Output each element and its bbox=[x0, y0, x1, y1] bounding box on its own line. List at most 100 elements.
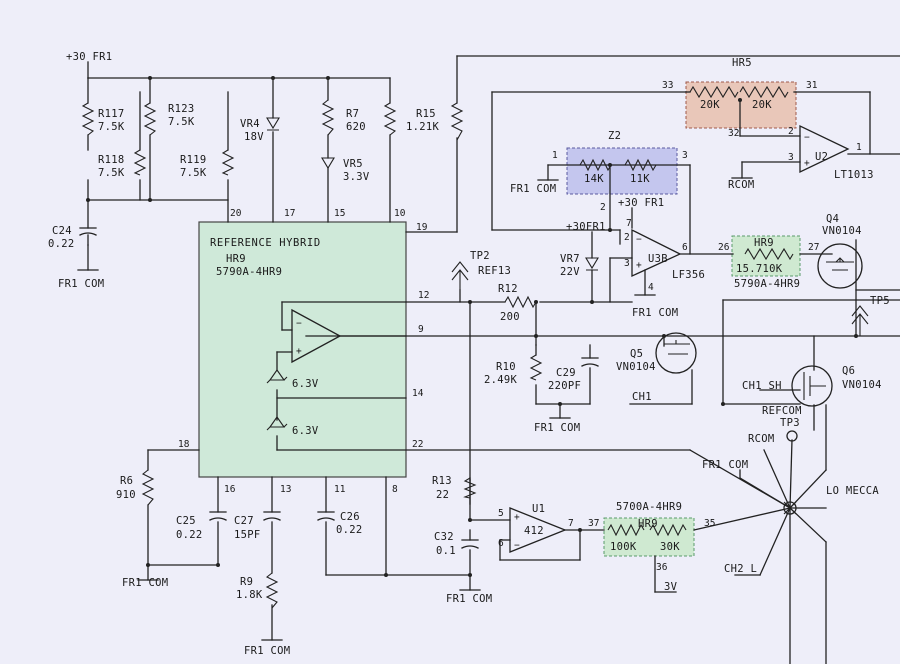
rcom-u2: RCOM bbox=[728, 179, 755, 191]
pin-9: 9 bbox=[418, 324, 424, 335]
ch1-sh-label: CH1 SH bbox=[742, 380, 782, 392]
pin-11: 11 bbox=[334, 484, 346, 495]
lo-mecca-hub bbox=[783, 501, 797, 515]
pin-31: 31 bbox=[806, 80, 818, 91]
reference-hybrid-box bbox=[198, 221, 407, 478]
r15-resistor bbox=[383, 102, 397, 136]
q5-label: Q5 bbox=[630, 348, 643, 360]
rcom2-label: RCOM bbox=[748, 433, 775, 445]
u3-plus: + bbox=[636, 260, 642, 271]
vr4-zener bbox=[266, 117, 280, 131]
r123-label: R123 bbox=[168, 103, 195, 115]
pin-32: 32 bbox=[728, 128, 739, 139]
plus30-fr1-vr7: +30FR1 bbox=[566, 221, 606, 233]
r117-value: 7.5K bbox=[98, 121, 125, 133]
r118-label: R118 bbox=[98, 154, 125, 166]
q5-transistor bbox=[655, 332, 697, 374]
hr9-mid-code: 5790A-4HR9 bbox=[734, 278, 800, 290]
r119-value: 7.5K bbox=[180, 167, 207, 179]
pin-18: 18 bbox=[178, 439, 190, 450]
hybrid-zener-2 bbox=[266, 416, 288, 431]
r15b-resistor bbox=[450, 102, 464, 141]
u1-pin-5: 5 bbox=[498, 508, 504, 519]
u2-label: U2 bbox=[815, 151, 828, 163]
fr1-com-c24: FR1 COM bbox=[58, 278, 104, 290]
z2-pin-3: 3 bbox=[682, 150, 688, 161]
c24-value: 0.22 bbox=[48, 238, 75, 250]
lf356-label: LF356 bbox=[672, 269, 705, 281]
r12-value: 200 bbox=[500, 311, 520, 323]
q6-part: VN0104 bbox=[842, 379, 882, 391]
vr7-zener bbox=[585, 257, 599, 271]
hr9-mid-label: HR9 bbox=[754, 237, 774, 249]
r6-value: 910 bbox=[116, 489, 136, 501]
tp2-label: TP2 bbox=[470, 250, 490, 262]
u1-pin-6: 6 bbox=[498, 538, 504, 549]
pin-12: 12 bbox=[418, 290, 429, 301]
r6-resistor bbox=[141, 469, 155, 506]
fr1-com-c32: FR1 COM bbox=[446, 593, 492, 605]
ref-hybrid-part: HR9 bbox=[226, 253, 246, 265]
hr9-bot-r2-resistor bbox=[649, 523, 687, 537]
vr5-zener bbox=[321, 157, 335, 170]
pin-26: 26 bbox=[718, 242, 730, 253]
hr9-mid-value: 15.710K bbox=[736, 263, 783, 275]
r117-label: R117 bbox=[98, 108, 125, 120]
hr9-bot-r1-value: 100K bbox=[610, 541, 637, 553]
r13-resistor bbox=[463, 477, 477, 499]
hr5-r1-resistor bbox=[689, 85, 739, 99]
u2-plus: + bbox=[804, 158, 810, 169]
pin-13: 13 bbox=[280, 484, 291, 495]
q4-transistor bbox=[817, 243, 863, 289]
r119-resistor bbox=[221, 149, 235, 176]
u1-label: U1 bbox=[532, 503, 545, 515]
hr9-bot-label: HR9 bbox=[638, 518, 658, 530]
labels: +30 FR1 R117 7.5K R123 7.5K R118 7.5K R1… bbox=[48, 51, 890, 657]
q5-part: VN0104 bbox=[616, 361, 656, 373]
u2-pin-3: 3 bbox=[788, 152, 794, 163]
r123-value: 7.5K bbox=[168, 116, 195, 128]
ch2-l-label: CH2 L bbox=[724, 563, 757, 575]
q6-label: Q6 bbox=[842, 365, 855, 377]
z2-pin-2: 2 bbox=[600, 202, 606, 213]
z2-pin-1: 1 bbox=[552, 150, 558, 161]
c29-label: C29 bbox=[556, 367, 576, 379]
r7-resistor bbox=[321, 99, 335, 136]
fr1-com-z2: FR1 COM bbox=[510, 183, 556, 195]
pin-16: 16 bbox=[224, 484, 236, 495]
ref13-label: REF13 bbox=[478, 265, 511, 277]
u3-minus: − bbox=[636, 234, 642, 245]
r6-label: R6 bbox=[120, 475, 133, 487]
c24-capacitor bbox=[79, 227, 97, 236]
r13-label: R13 bbox=[432, 475, 452, 487]
tp5-label: TP5 bbox=[870, 295, 890, 307]
hr9-bot-code: 5700A-4HR9 bbox=[616, 501, 682, 513]
fr1-com-lm: FR1 COM bbox=[702, 459, 748, 471]
r7-label: R7 bbox=[346, 108, 359, 120]
u3-pin-3: 3 bbox=[624, 258, 630, 269]
q4-part: VN0104 bbox=[822, 225, 862, 237]
lo-mecca-label: LO MECCA bbox=[826, 485, 879, 497]
r12-label: R12 bbox=[498, 283, 518, 295]
r10-resistor bbox=[529, 354, 543, 381]
c29-value: 220PF bbox=[548, 380, 581, 392]
r9-resistor bbox=[265, 572, 279, 609]
u1-minus: − bbox=[514, 540, 520, 551]
capacitors bbox=[79, 227, 599, 549]
u1-pin-7: 7 bbox=[568, 518, 574, 529]
c27-capacitor bbox=[263, 511, 281, 521]
fr1-com-r6: FR1 COM bbox=[122, 577, 168, 589]
u3-pin-6: 6 bbox=[682, 242, 688, 253]
pin-22: 22 bbox=[412, 439, 423, 450]
tp3-label: TP3 bbox=[780, 417, 800, 429]
r12-resistor bbox=[504, 295, 537, 309]
vr4-label: VR4 bbox=[240, 118, 260, 130]
u1-plus: + bbox=[514, 512, 520, 523]
r118-resistor bbox=[133, 149, 147, 176]
hr5-label: HR5 bbox=[732, 57, 752, 69]
hybrid-zener-1 bbox=[266, 369, 288, 384]
fr1-com-u3: FR1 COM bbox=[632, 307, 678, 319]
u2-opamp bbox=[799, 124, 850, 174]
junction-dots bbox=[86, 76, 858, 577]
